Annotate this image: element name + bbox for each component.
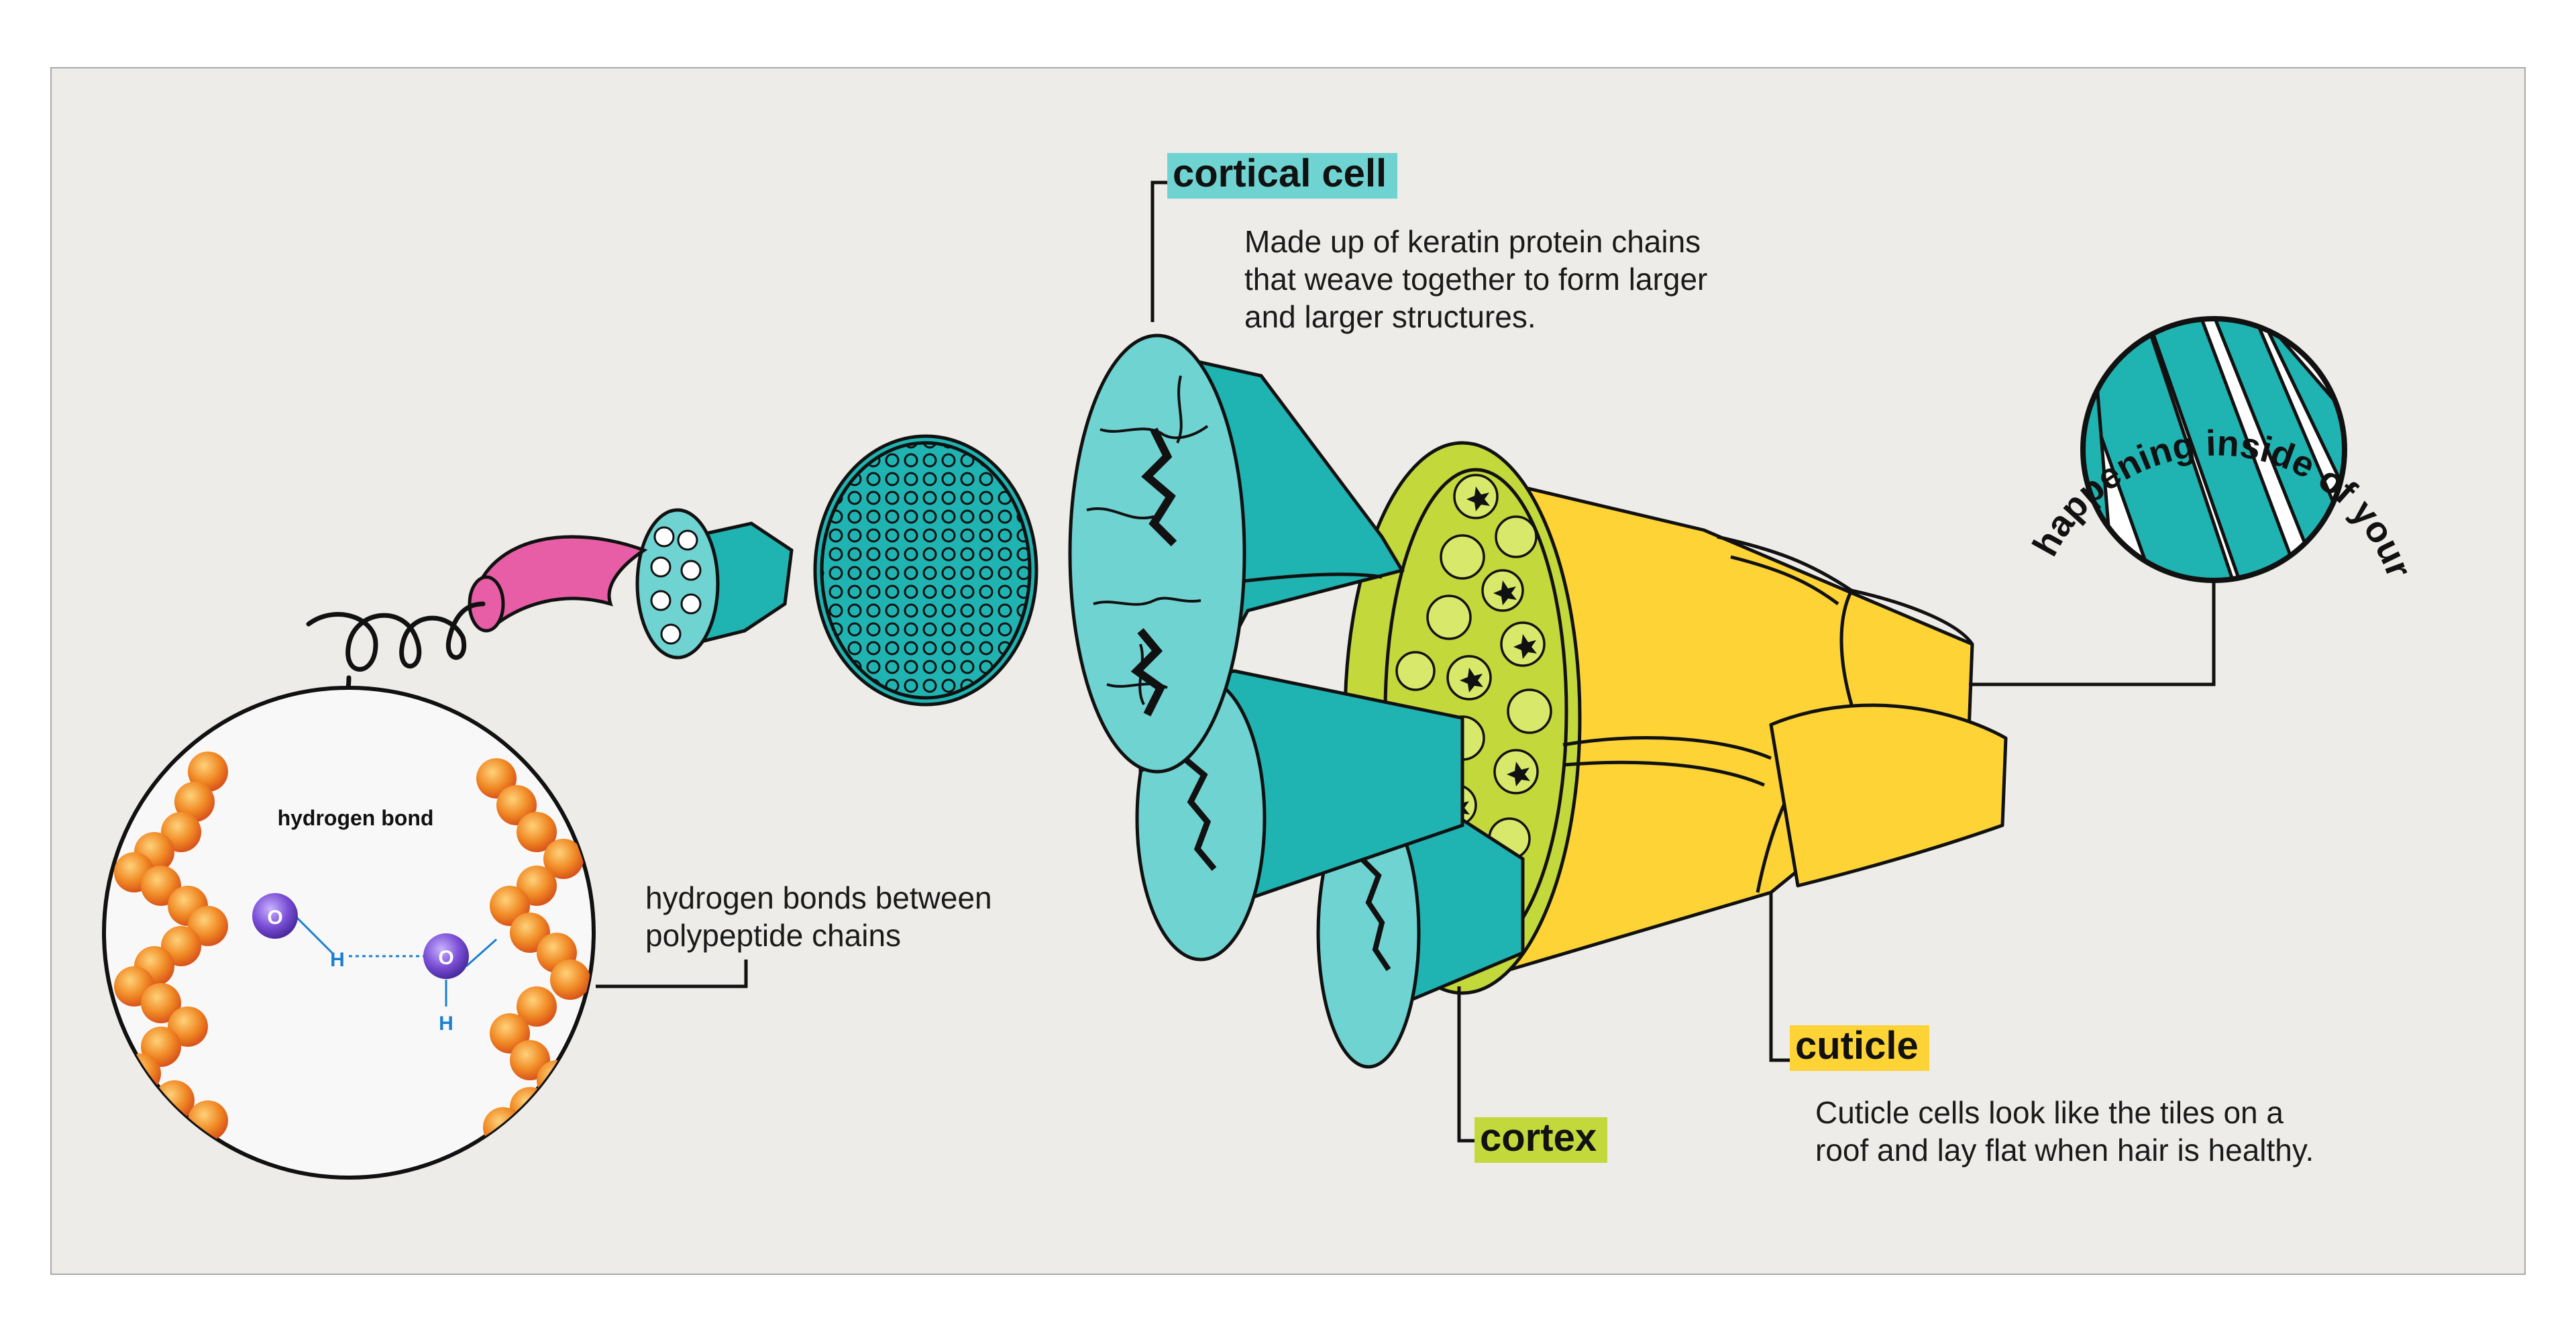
hydrogen-bond-inset [102,686,596,1180]
protofibril [468,535,648,633]
hydrogen-atom-1: H [330,949,345,971]
inset-title: hydrogen bond [278,806,434,830]
hydrogen-atom-2: H [439,1013,453,1035]
leader-lines [596,180,2216,1143]
microfibril [635,508,794,660]
zoom-circle [2080,316,2347,583]
oxygen-atom-2: O [438,947,453,969]
cuticle-shape [1447,468,2008,982]
large-cortical-cell [1068,333,1405,776]
cuticle-label: cuticle [1790,1025,1929,1071]
hydrogen-bonds-description: hydrogen bonds between polypeptide chain… [645,880,992,953]
oxygen-atom-1: O [267,907,282,929]
macrofibril [813,434,1038,707]
cuticle-description: Cuticle cells look like the tiles on a r… [1815,1095,2314,1168]
cortical-cell-description: Made up of keratin protein chains that w… [1244,224,1708,334]
cortex-label: cortex [1474,1117,1608,1163]
cortical-cell-label: cortical cell [1167,153,1398,199]
